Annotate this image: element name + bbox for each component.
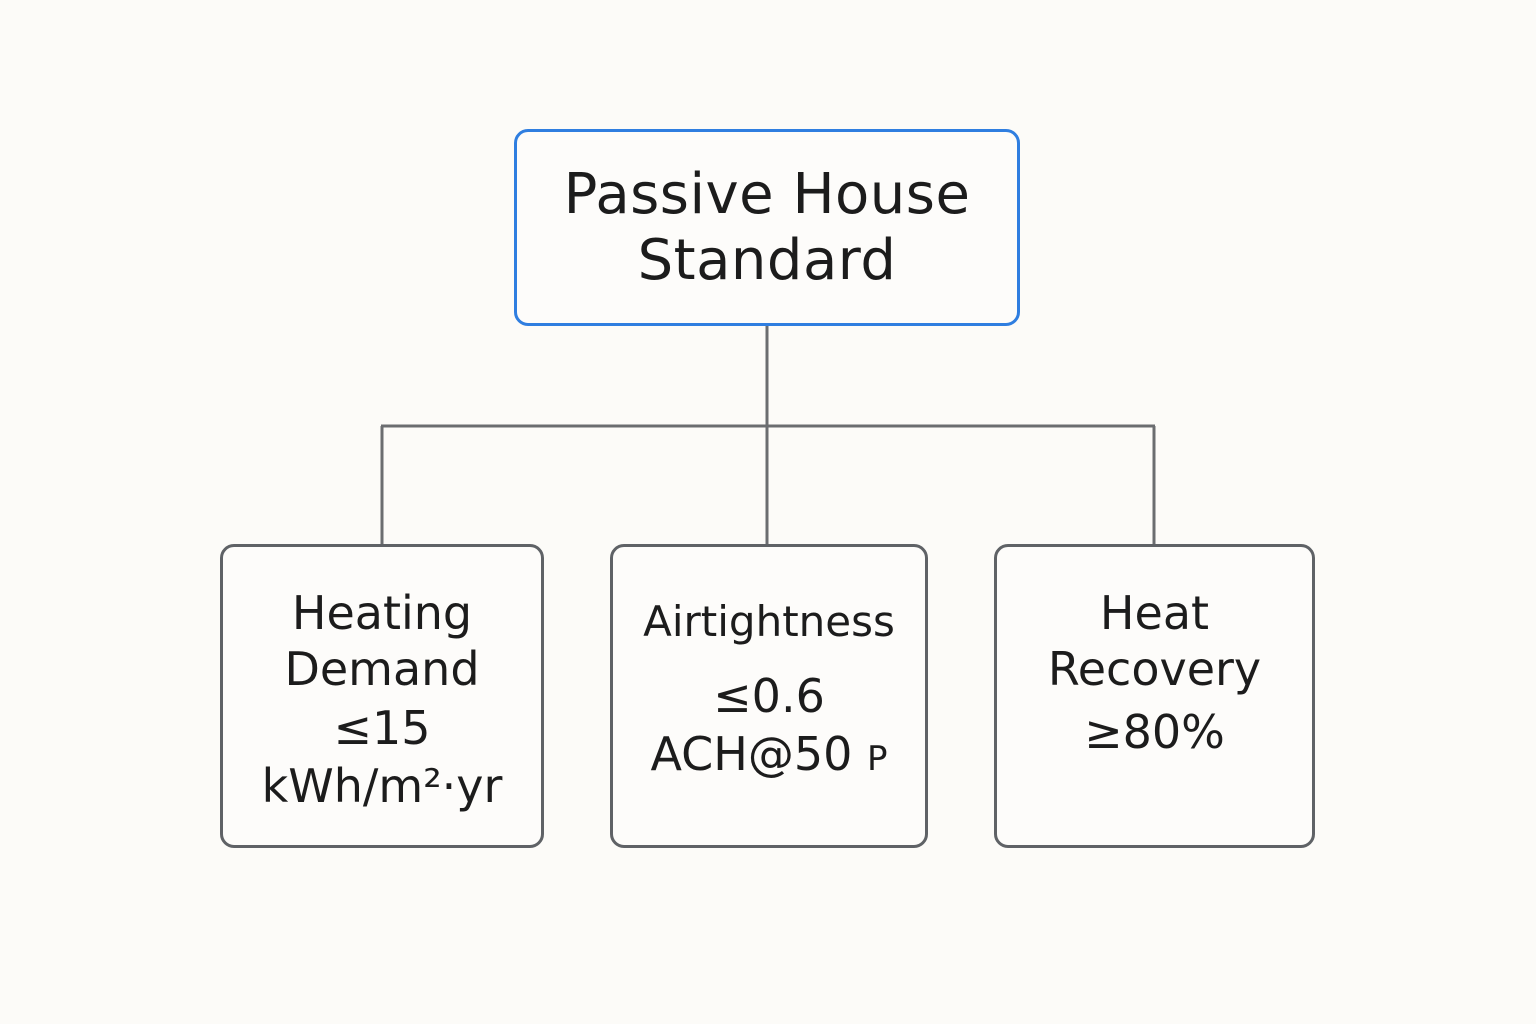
heating-value-line-1: ≤15	[333, 701, 431, 755]
node-heat-recovery-title: Heat Recovery	[1048, 585, 1261, 697]
root-title: Passive House Standard	[564, 162, 971, 294]
node-heating-demand-value: ≤15 kWh/m²·yr	[262, 699, 503, 815]
node-heat-recovery-value: ≥80%	[1084, 703, 1225, 761]
airtightness-value-line-1: ≤0.6	[713, 669, 825, 723]
node-heating-demand: Heating Demand ≤15 kWh/m²·yr	[220, 544, 544, 848]
heat-recovery-value-line-1: ≥80%	[1084, 705, 1225, 759]
airtightness-title-line-1: Airtightness	[643, 597, 895, 646]
node-airtightness: Airtightness ≤0.6 ACH@50 P	[610, 544, 928, 848]
node-airtightness-value: ≤0.6 ACH@50 P	[650, 667, 887, 788]
airtightness-value-suffix: P	[867, 739, 888, 779]
root-node-passive-house-standard: Passive House Standard	[514, 129, 1020, 326]
node-heat-recovery: Heat Recovery ≥80%	[994, 544, 1315, 848]
airtightness-value-line-2: ACH@50 P	[650, 725, 887, 788]
node-heating-demand-title: Heating Demand	[284, 585, 479, 697]
heating-title-line-2: Demand	[284, 642, 480, 696]
root-title-line-1: Passive House	[563, 161, 971, 227]
heating-value-line-2: kWh/m²·yr	[261, 759, 503, 813]
heat-recovery-title-line-2: Recovery	[1047, 642, 1262, 696]
heat-recovery-title-line-1: Heat	[1099, 586, 1210, 640]
heating-title-line-1: Heating	[291, 586, 473, 640]
node-airtightness-title: Airtightness	[643, 597, 895, 647]
root-title-line-2: Standard	[637, 227, 897, 293]
airtightness-value-main: ACH@50	[650, 727, 853, 781]
